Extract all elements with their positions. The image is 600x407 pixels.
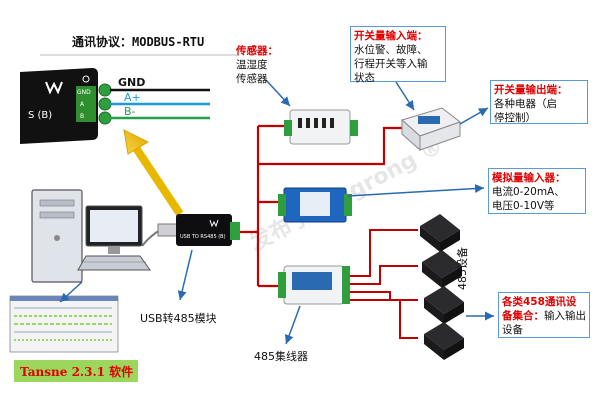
b-minus-label: B-	[124, 105, 136, 118]
devices-label: 485设备	[455, 247, 469, 290]
rs485-device-1	[420, 214, 460, 252]
analog-input-box-body: 电流0-20mA、 电压0-10V等	[492, 186, 565, 212]
gnd-label: GND	[118, 76, 145, 89]
switch-input-box: 开关量输入端： 水位警、故障、 行程开关等入输 状态	[350, 26, 446, 84]
sensor-box-head: 传感器：	[236, 45, 278, 57]
rs485-hub	[278, 265, 350, 305]
terminal-label-gnd: GND	[77, 89, 91, 96]
module-brand-fragment: S (B)	[28, 110, 52, 121]
analog-input-box-head: 模拟量输入器：	[492, 172, 566, 184]
sensor-box-body: 温湿度 传感器	[236, 59, 268, 85]
rs485-device-2	[422, 250, 462, 288]
rs485-device-4	[424, 322, 464, 360]
usb485-label: USB转485模块	[140, 311, 217, 325]
switch-output-box-body: 各种电器（启 停控制）	[494, 98, 557, 124]
protocol-title: 通讯协议：MODBUS-RTU	[72, 34, 204, 49]
switch-input-box-body: 水位警、故障、 行程开关等入输 状态	[354, 44, 428, 84]
usb-module-text: USB TO RS485 (B)	[180, 234, 226, 240]
sensor-box: 传感器： 温湿度 传感器	[236, 44, 298, 86]
analog-input-box: 模拟量输入器： 电流0-20mA、 电压0-10V等	[488, 168, 586, 214]
computer-icon	[31, 189, 151, 283]
computer-to-software-arrow	[59, 281, 83, 303]
terminal-label-b: B	[80, 113, 84, 120]
collection-box-body: 输入输出设备	[502, 310, 586, 336]
switch-input-device	[400, 107, 462, 152]
terminal-label-a: A	[80, 101, 85, 108]
registered-mark-icon	[82, 75, 90, 83]
usb-module-logo-icon	[209, 219, 219, 228]
brand-logo-icon	[45, 81, 63, 95]
switch-output-box-head: 开关量输出端：	[494, 84, 568, 96]
hub-to-devices-bus	[350, 229, 418, 339]
collection-box: 各类458通讯设备集合：输入输出设备	[498, 292, 590, 338]
usb-to-485-module: USB TO RS485 (B)	[176, 214, 240, 246]
usb-plug	[157, 223, 179, 237]
switch-input-box-head: 开关量输入端：	[354, 30, 428, 42]
hub-label-arrow	[284, 305, 301, 345]
usb485-label-arrow	[177, 249, 193, 301]
switch-output-callout-arrow	[459, 107, 489, 125]
a-plus-label: A+	[124, 91, 141, 104]
usb-to-module-arrow	[123, 129, 184, 217]
collection-box-head: 各类458通讯设备集合：	[502, 296, 577, 322]
sensor-callout-arrow	[265, 79, 291, 107]
hub-label: 485集线器	[254, 349, 308, 363]
terminal-block: GND A B	[76, 83, 112, 125]
analog-input-device	[278, 187, 352, 223]
red-bus	[240, 124, 404, 288]
software-screenshot	[9, 295, 119, 353]
rs485-devices	[420, 214, 464, 360]
rs485-device-3	[424, 286, 464, 324]
analog-callout-arrow	[347, 184, 485, 197]
switch-output-box: 开关量输出端： 各种电器（启 停控制）	[490, 80, 588, 124]
software-label-bg	[14, 360, 138, 382]
usb-cable	[141, 229, 161, 247]
sensor-device	[284, 109, 358, 145]
switch-input-callout-arrow	[395, 81, 415, 111]
software-label: Tansne 2.3.1 软件	[20, 364, 133, 379]
